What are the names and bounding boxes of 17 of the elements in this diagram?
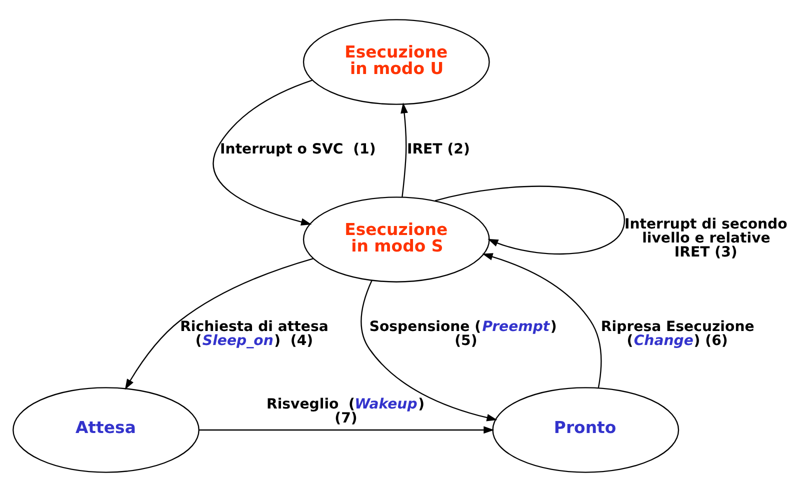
- edge-label: Interrupt o SVC (1): [220, 141, 376, 158]
- arrow: [482, 253, 602, 388]
- edge-label: Risveglio (Wakeup) (7): [266, 396, 425, 426]
- edge-label: IRET (2): [406, 141, 470, 158]
- edge-label: Sospensione (Preempt) (5): [369, 318, 557, 349]
- arrow: [212, 80, 312, 226]
- arrow: [124, 258, 314, 390]
- edge-label: Richiesta di attesa (Sleep_on) (4): [180, 318, 328, 349]
- node-ellipse: Esecuzione in modo S: [302, 196, 490, 282]
- arrow: [400, 102, 408, 198]
- node-ellipse: Attesa: [12, 387, 200, 473]
- edge-label: Interrupt di secondo livello e relative IRET (3): [624, 216, 788, 261]
- node-ellipse: Pronto: [492, 387, 680, 473]
- arrow: [199, 426, 494, 434]
- edge-label: Ripresa Esecuzione (Change) (6): [600, 318, 754, 349]
- node-ellipse: Esecuzione in modo U: [302, 19, 490, 105]
- arrow: [360, 280, 498, 422]
